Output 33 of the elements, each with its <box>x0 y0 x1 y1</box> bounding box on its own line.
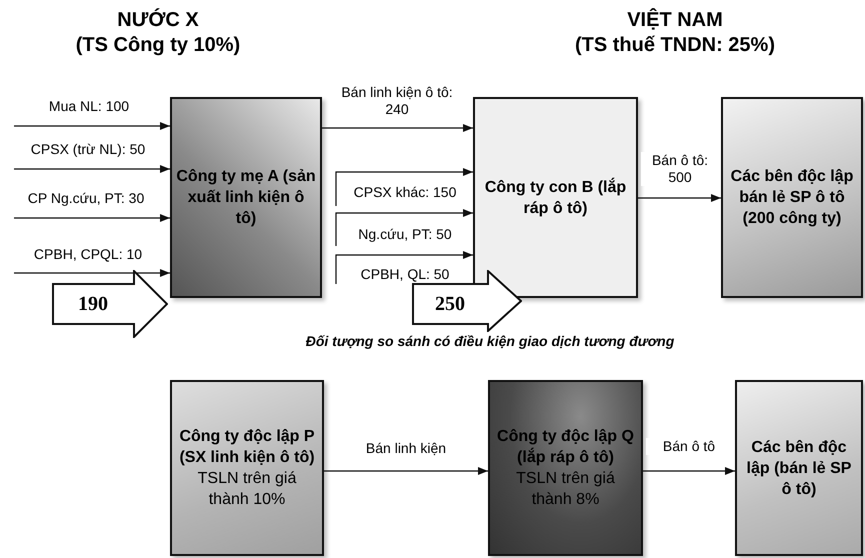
arrow <box>14 165 170 173</box>
region-heading: VIỆT NAM <box>626 8 724 32</box>
company-box <box>488 380 643 556</box>
box-note: TSLN trên giá thành 8% <box>515 469 616 510</box>
section-caption: Đối tượng so sánh có điều kiện giao dịch tương đương <box>304 333 676 349</box>
arrow <box>335 251 473 284</box>
box-title: Công ty con B (lắp ráp ô tô) <box>484 176 628 218</box>
box-title: Công ty độc lập Q (lắp ráp ô tô) <box>496 427 635 468</box>
arrow <box>335 209 473 246</box>
region-heading: NƯỚC X <box>116 8 200 32</box>
retailer-box <box>735 380 863 556</box>
region-heading: (TS Công ty 10%) <box>74 33 242 57</box>
arrow <box>643 467 735 475</box>
block-arrow <box>52 270 168 338</box>
arrow-number: 250 <box>434 293 466 315</box>
box-note: TSLN trên giá thành 10% <box>196 469 298 510</box>
company-box <box>170 97 322 298</box>
box-title: Công ty mẹ A (sản xuất linh kiện ô tô) <box>175 167 317 229</box>
arrow <box>14 269 170 277</box>
arrow <box>14 122 170 130</box>
arrow <box>322 124 473 132</box>
arrow <box>638 194 721 202</box>
arrow-number: 190 <box>77 293 109 315</box>
arrow <box>14 214 170 222</box>
company-box <box>170 380 324 556</box>
arrow <box>335 168 473 206</box>
box-title: Công ty độc lập P (SX linh kiện ô tô) <box>178 427 316 468</box>
region-heading: (TS thuế TNDN: 25%) <box>574 33 776 57</box>
company-box <box>473 97 638 298</box>
box-title: Các bên độc lập (bán lẻ SP ô tô) <box>746 438 852 500</box>
box-title: Các bên độc lập bán lẻ SP ô tô (200 công ty) <box>730 167 854 229</box>
arrow <box>324 467 488 475</box>
retailer-box <box>721 97 863 298</box>
